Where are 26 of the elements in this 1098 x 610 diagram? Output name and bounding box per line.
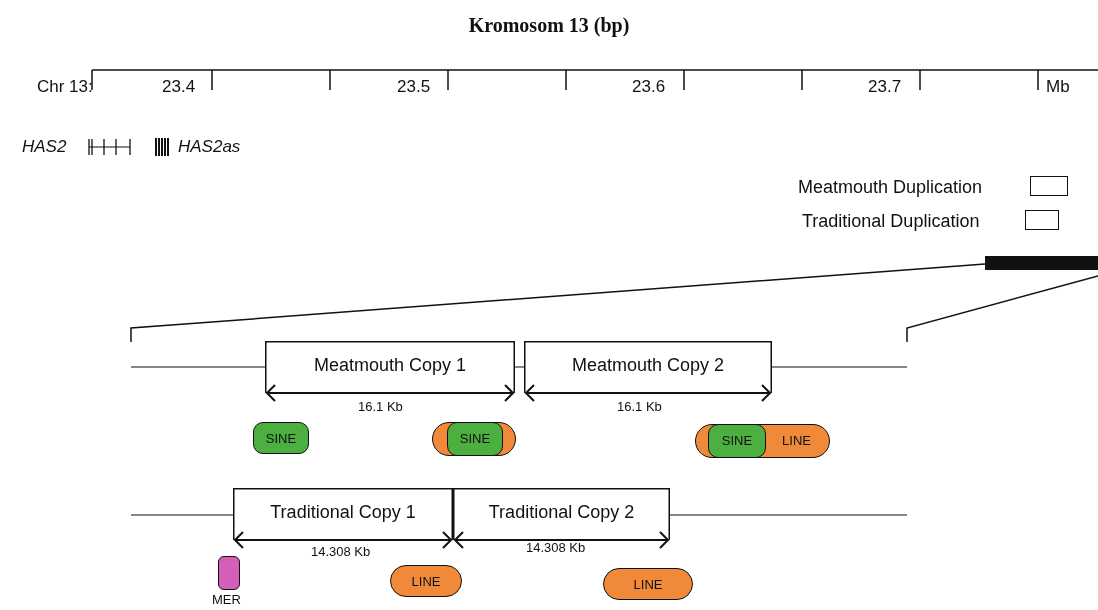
line-element <box>695 424 830 458</box>
sine-element: SINE <box>253 422 309 454</box>
tick-label: 23.7 <box>868 77 902 97</box>
gene-label: HAS2 <box>22 137 67 157</box>
element-label: LINE <box>782 433 811 448</box>
tick-label: 23.4 <box>162 77 196 97</box>
sine-element: SINE <box>708 423 766 458</box>
sine-element: SINE <box>447 421 503 456</box>
line-element <box>432 422 516 456</box>
duplication-region-bar <box>985 256 1098 270</box>
line-element: LINE <box>603 568 693 600</box>
duplication-copy-box: Meatmouth Copy 2 <box>524 341 772 402</box>
legend-label: Traditional Duplication <box>802 211 980 232</box>
diagram-title: Kromosom 13 (bp) <box>467 14 631 37</box>
tick-label: 23.5 <box>397 77 431 97</box>
legend-label: Meatmouth Duplication <box>798 177 983 198</box>
duplication-copy-box: Meatmouth Copy 1 <box>265 341 515 402</box>
dimension-label: 16.1 Kb <box>358 399 403 414</box>
mer-element <box>218 556 240 590</box>
unit-label: Mb <box>1046 77 1070 97</box>
line-element: LINE <box>390 565 462 597</box>
tick-label: 23.6 <box>632 77 666 97</box>
gene-label: HAS2as <box>178 137 241 157</box>
axis-label: Chr 13: <box>37 77 93 97</box>
element-label: MER <box>212 592 241 607</box>
dimension-label: 16.1 Kb <box>617 399 662 414</box>
